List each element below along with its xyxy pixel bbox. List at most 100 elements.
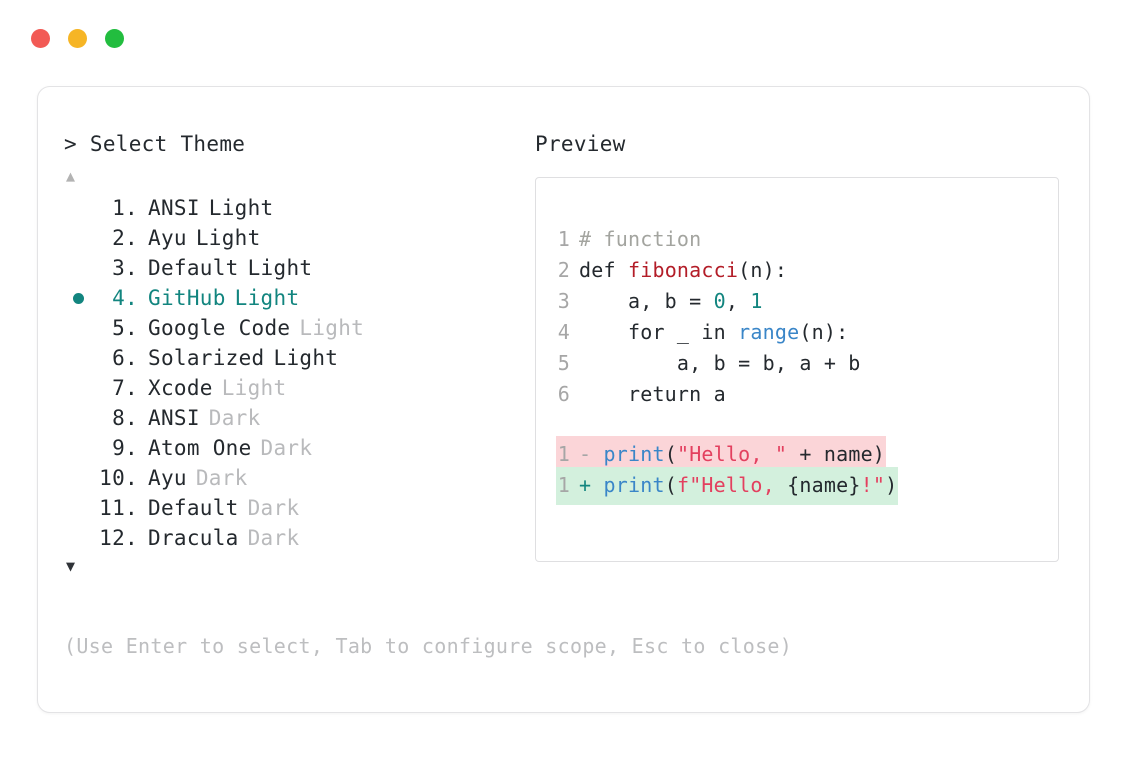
- theme-list-item[interactable]: 12. Dracula Dark: [64, 523, 534, 553]
- close-button[interactable]: [31, 29, 50, 48]
- code-token: {name}: [787, 473, 861, 497]
- code-line-text: def fibonacci(n):: [570, 255, 787, 286]
- line-number: 1: [557, 442, 570, 466]
- code-line: 4 for _ in range(n):: [536, 317, 1058, 348]
- code-token: 1: [750, 289, 763, 313]
- scroll-down-icon[interactable]: ▼: [66, 557, 76, 575]
- theme-item-name: Default: [148, 256, 239, 280]
- code-token: (: [664, 473, 677, 497]
- theme-list-item[interactable]: 11. Default Dark: [64, 493, 534, 523]
- code-token: print: [603, 473, 665, 497]
- selection-bullet-slot: [64, 223, 92, 253]
- selection-bullet-slot: [64, 433, 92, 463]
- theme-item-variant: Light: [234, 286, 300, 310]
- minimize-button[interactable]: [68, 29, 87, 48]
- theme-item-name: Atom One: [148, 436, 252, 460]
- code-token: def: [579, 258, 628, 282]
- diff-marker: +: [579, 473, 604, 497]
- theme-item-name: Solarized: [148, 346, 265, 370]
- code-token: ,: [725, 289, 751, 313]
- selection-bullet-slot: [64, 313, 92, 343]
- code-token: "Hello, ": [676, 442, 788, 466]
- line-number: 1: [557, 227, 570, 251]
- code-token: f"Hello,: [676, 473, 788, 497]
- diff-marker: -: [579, 442, 604, 466]
- preview-label: Preview: [535, 132, 626, 156]
- theme-item-number: 11.: [99, 496, 138, 520]
- theme-item-name: Ayu: [148, 466, 187, 490]
- code-token: + name): [787, 442, 886, 466]
- theme-item-variant: Light: [247, 256, 313, 280]
- scroll-up-icon[interactable]: ▲: [66, 167, 76, 185]
- diff-removed-line: 1- print("Hello, " + name): [536, 436, 1058, 474]
- theme-item-variant: Dark: [260, 436, 313, 460]
- line-number: 5: [557, 351, 570, 375]
- theme-item-number: 12.: [99, 526, 138, 550]
- theme-item-variant: Light: [273, 346, 339, 370]
- theme-item-number: 3.: [99, 256, 138, 280]
- theme-item-number: 5.: [99, 316, 138, 340]
- selection-bullet-slot: [64, 343, 92, 373]
- theme-item-name: Default: [148, 496, 239, 520]
- theme-item-name: Dracula: [148, 526, 239, 550]
- line-number: 2: [557, 258, 570, 282]
- selection-bullet-slot: [64, 373, 92, 403]
- line-number: 6: [557, 382, 570, 406]
- diff-line-content: 1+ print(f"Hello, {name}!"): [536, 467, 899, 505]
- code-line: 1 # function: [536, 224, 1058, 255]
- theme-item-variant: Dark: [247, 526, 300, 550]
- code-line-text: # function: [570, 224, 701, 255]
- code-line: 6 return a: [536, 379, 1058, 410]
- code-token: 0: [713, 289, 726, 313]
- code-token: (: [664, 442, 677, 466]
- selection-bullet-slot: [64, 493, 92, 523]
- theme-item-variant: Light: [221, 376, 287, 400]
- selection-bullet-slot: [64, 403, 92, 433]
- theme-item-name: GitHub: [148, 286, 226, 310]
- theme-item-variant: Light: [299, 316, 365, 340]
- theme-list-item[interactable]: 3. Default Light: [64, 253, 534, 283]
- selected-bullet-icon: [72, 292, 84, 304]
- code-token: # function: [579, 227, 702, 251]
- diff-highlight: 1- print("Hello, " + name): [556, 436, 887, 474]
- diff-highlight: 1+ print(f"Hello, {name}!"): [556, 467, 899, 505]
- theme-item-number: 9.: [99, 436, 138, 460]
- code-token: return a: [579, 382, 726, 406]
- code-token: for _ in: [579, 320, 739, 344]
- theme-item-variant: Dark: [247, 496, 300, 520]
- selection-bullet-slot: [64, 193, 92, 223]
- zoom-button[interactable]: [105, 29, 124, 48]
- diff-block: 1- print("Hello, " + name)1+ print(f"Hel…: [536, 436, 1058, 505]
- line-number: 4: [557, 320, 570, 344]
- code-line-text: return a: [570, 379, 726, 410]
- theme-item-variant: Dark: [208, 406, 261, 430]
- window-titlebar: [31, 29, 124, 48]
- theme-item-variant: Light: [208, 196, 274, 220]
- code-line-text: a, b = 0, 1: [570, 286, 763, 317]
- prompt-label: > Select Theme: [64, 132, 246, 156]
- code-line-text: a, b = b, a + b: [570, 348, 861, 379]
- code-token: !": [860, 473, 886, 497]
- code-token: range: [738, 320, 800, 344]
- diff-line-content: 1- print("Hello, " + name): [536, 436, 887, 474]
- theme-list-item[interactable]: 9. Atom One Dark: [64, 433, 534, 463]
- diff-added-line: 1+ print(f"Hello, {name}!"): [536, 467, 1058, 505]
- line-number: 1: [557, 473, 570, 497]
- code-token: a, b = b, a + b: [579, 351, 861, 375]
- theme-item-number: 8.: [99, 406, 138, 430]
- theme-item-name: Ayu: [148, 226, 187, 250]
- help-text: (Use Enter to select, Tab to configure s…: [64, 634, 793, 658]
